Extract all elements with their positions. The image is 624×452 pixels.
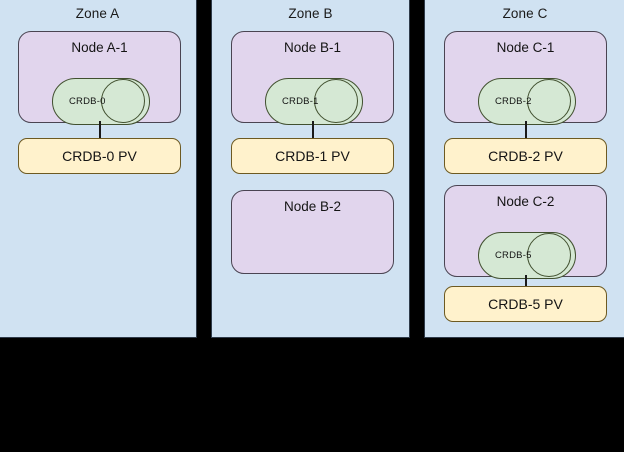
pod-label: CRDB-1 xyxy=(282,96,319,107)
database-cylinder-icon: CRDB-0 xyxy=(52,78,150,125)
node-title-b-2: Node B-2 xyxy=(283,199,342,214)
cylinder-face xyxy=(527,79,571,123)
database-cylinder-icon: CRDB-1 xyxy=(265,78,363,125)
node-title-c-2: Node C-2 xyxy=(496,194,555,209)
node-pv-connector-c-1 xyxy=(525,121,527,139)
cylinder-face xyxy=(314,79,358,123)
pod-label: CRDB-5 xyxy=(495,250,532,261)
pod-label: CRDB-0 xyxy=(69,96,106,107)
zone-panel-b: Zone B Node B-1 CRDB-1 CRDB-1 PV Node B-… xyxy=(211,0,410,338)
node-box-c-1: Node C-1 CRDB-2 xyxy=(444,31,607,125)
zone-title-c: Zone C xyxy=(502,6,548,21)
node-pv-connector-a-1 xyxy=(99,121,101,139)
node-title-c-1: Node C-1 xyxy=(496,40,555,55)
node-box-c-2: Node C-2 CRDB-5 xyxy=(444,185,607,279)
cylinder-face xyxy=(101,79,145,123)
pod-label: CRDB-2 xyxy=(495,96,532,107)
database-cylinder-icon: CRDB-5 xyxy=(478,232,576,279)
zone-title-a: Zone A xyxy=(75,6,120,21)
zone-title-b: Zone B xyxy=(288,6,333,21)
node-pv-connector-c-2 xyxy=(525,275,527,293)
node-pv-connector-b-1 xyxy=(312,121,314,139)
pv-box-crdb-5: CRDB-5 PV xyxy=(444,286,607,322)
node-title-a-1: Node A-1 xyxy=(71,40,128,55)
zone-panel-c: Zone C Node C-1 CRDB-2 CRDB-2 PV Node C-… xyxy=(424,0,624,338)
zone-panel-a: Zone A Node A-1 CRDB-0 CRDB-0 PV xyxy=(0,0,197,338)
pv-box-crdb-0: CRDB-0 PV xyxy=(18,138,181,174)
node-box-b-2: Node B-2 xyxy=(231,190,394,274)
node-box-a-1: Node A-1 CRDB-0 xyxy=(18,31,181,125)
pv-box-crdb-1: CRDB-1 PV xyxy=(231,138,394,174)
cylinder-face xyxy=(527,233,571,277)
database-cylinder-icon: CRDB-2 xyxy=(478,78,576,125)
node-title-b-1: Node B-1 xyxy=(283,40,342,55)
pv-box-crdb-2: CRDB-2 PV xyxy=(444,138,607,174)
node-box-b-1: Node B-1 CRDB-1 xyxy=(231,31,394,125)
